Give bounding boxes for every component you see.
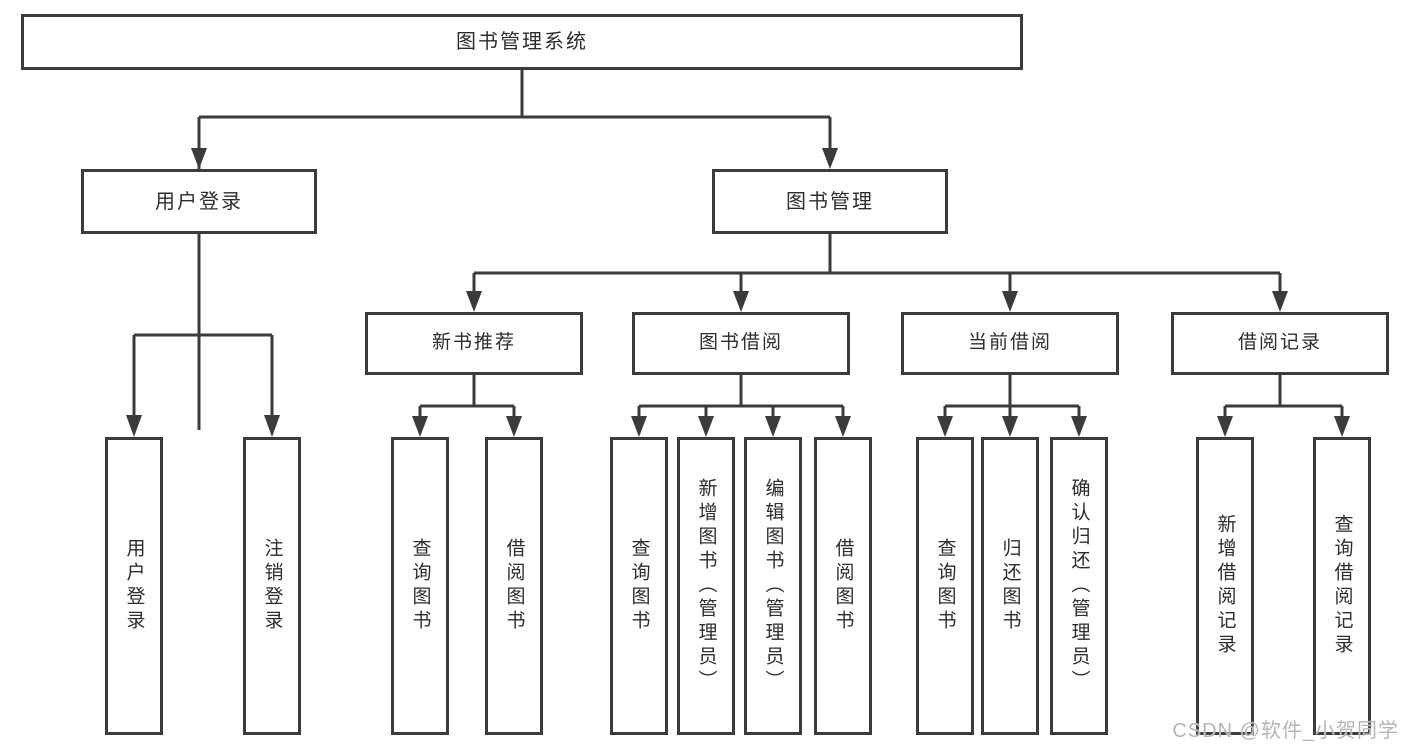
leaf-borrow-books-recommend: 借阅图书 bbox=[485, 437, 543, 735]
leaf-add-borrow-record: 新增借阅记录 bbox=[1196, 437, 1254, 735]
leaf-edit-books-admin: 编辑图书（管理员） bbox=[744, 437, 802, 735]
arrow-down-icon bbox=[1217, 416, 1233, 437]
leaf-borrow-books: 借阅图书 bbox=[814, 437, 872, 735]
arrow-down-icon bbox=[631, 416, 647, 437]
arrow-down-icon bbox=[1334, 416, 1350, 437]
node-book-borrowing: 图书借阅 bbox=[632, 312, 850, 375]
node-book-management: 图书管理 bbox=[712, 169, 948, 234]
node-new-book-recommend: 新书推荐 bbox=[365, 312, 583, 375]
arrow-down-icon bbox=[733, 291, 749, 312]
arrow-down-icon bbox=[1002, 291, 1018, 312]
connector-records-to-leaves bbox=[1223, 375, 1344, 433]
csdn-watermark: CSDN @软件_小贺同学 bbox=[1172, 720, 1399, 742]
arrow-down-icon bbox=[191, 148, 207, 169]
arrow-down-icon bbox=[264, 415, 280, 437]
arrow-down-icon bbox=[412, 416, 428, 437]
arrow-down-icon bbox=[466, 291, 482, 312]
leaf-add-books-admin: 新增图书（管理员） bbox=[677, 437, 735, 735]
connector-user-login-to-leaves bbox=[132, 233, 274, 433]
arrow-down-icon bbox=[937, 416, 953, 437]
connector-new-book-to-leaves bbox=[418, 375, 516, 433]
arrow-down-icon bbox=[506, 416, 522, 437]
leaf-query-borrow-record: 查询借阅记录 bbox=[1313, 437, 1371, 735]
node-user-login: 用户登录 bbox=[81, 169, 317, 234]
connector-book-mgmt-to-level3 bbox=[472, 234, 1282, 308]
leaf-query-books-current: 查询图书 bbox=[916, 437, 974, 735]
leaf-query-books-borrowing: 查询图书 bbox=[610, 437, 668, 735]
leaf-return-books: 归还图书 bbox=[981, 437, 1039, 735]
arrow-down-icon bbox=[1002, 416, 1018, 437]
arrow-down-icon bbox=[698, 416, 714, 437]
arrow-down-icon bbox=[1272, 291, 1288, 312]
node-borrow-records: 借阅记录 bbox=[1171, 312, 1389, 375]
leaf-query-books-recommend: 查询图书 bbox=[391, 437, 449, 735]
arrow-down-icon bbox=[835, 416, 851, 437]
arrow-down-icon bbox=[126, 415, 142, 437]
leaf-confirm-return-admin: 确认归还（管理员） bbox=[1050, 437, 1108, 735]
arrow-down-icon bbox=[765, 416, 781, 437]
connector-root-to-level2 bbox=[197, 69, 832, 430]
node-library-system-root: 图书管理系统 bbox=[21, 14, 1023, 70]
leaf-logout: 注销登录 bbox=[243, 437, 301, 735]
connector-book-borrow-to-leaves bbox=[637, 375, 845, 433]
arrow-down-icon bbox=[822, 148, 838, 169]
leaf-user-login: 用户登录 bbox=[105, 437, 163, 735]
node-current-borrowing: 当前借阅 bbox=[901, 312, 1119, 375]
arrow-down-icon bbox=[1071, 416, 1087, 437]
